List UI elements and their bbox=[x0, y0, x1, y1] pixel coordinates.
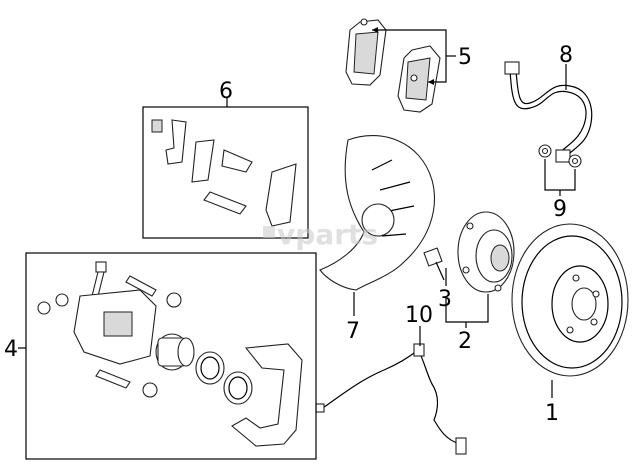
splash-shield[interactable] bbox=[319, 135, 436, 291]
brake-hose[interactable] bbox=[504, 61, 593, 163]
caliper-assembly[interactable] bbox=[37, 261, 303, 447]
hardware-kit-box bbox=[142, 106, 309, 239]
callout-1: 1 bbox=[545, 401, 559, 426]
hose-washers[interactable] bbox=[538, 144, 582, 168]
callout-2-leader bbox=[445, 294, 489, 328]
callout-4: 4 bbox=[4, 337, 18, 362]
caliper-assembly-box bbox=[25, 252, 317, 460]
watermark-text: vparts bbox=[277, 218, 378, 251]
callout-2: 2 bbox=[458, 329, 472, 354]
callout-9: 9 bbox=[553, 197, 567, 222]
callout-9-leader bbox=[544, 159, 576, 196]
callout-10: 10 bbox=[405, 303, 433, 328]
watermark-logo: vparts bbox=[263, 218, 378, 251]
callout-6: 6 bbox=[219, 79, 233, 104]
callout-8: 8 bbox=[559, 43, 573, 68]
hub[interactable] bbox=[457, 211, 515, 293]
hub-bolt[interactable] bbox=[423, 247, 445, 281]
callout-3: 3 bbox=[438, 287, 452, 312]
hardware-kit[interactable] bbox=[151, 119, 297, 227]
rotor[interactable] bbox=[511, 223, 629, 377]
callout-5-leader bbox=[372, 27, 456, 85]
callout-5: 5 bbox=[458, 45, 472, 70]
brake-pads[interactable] bbox=[345, 18, 441, 113]
abs-sensor[interactable] bbox=[315, 343, 467, 455]
callout-7: 7 bbox=[346, 319, 360, 344]
